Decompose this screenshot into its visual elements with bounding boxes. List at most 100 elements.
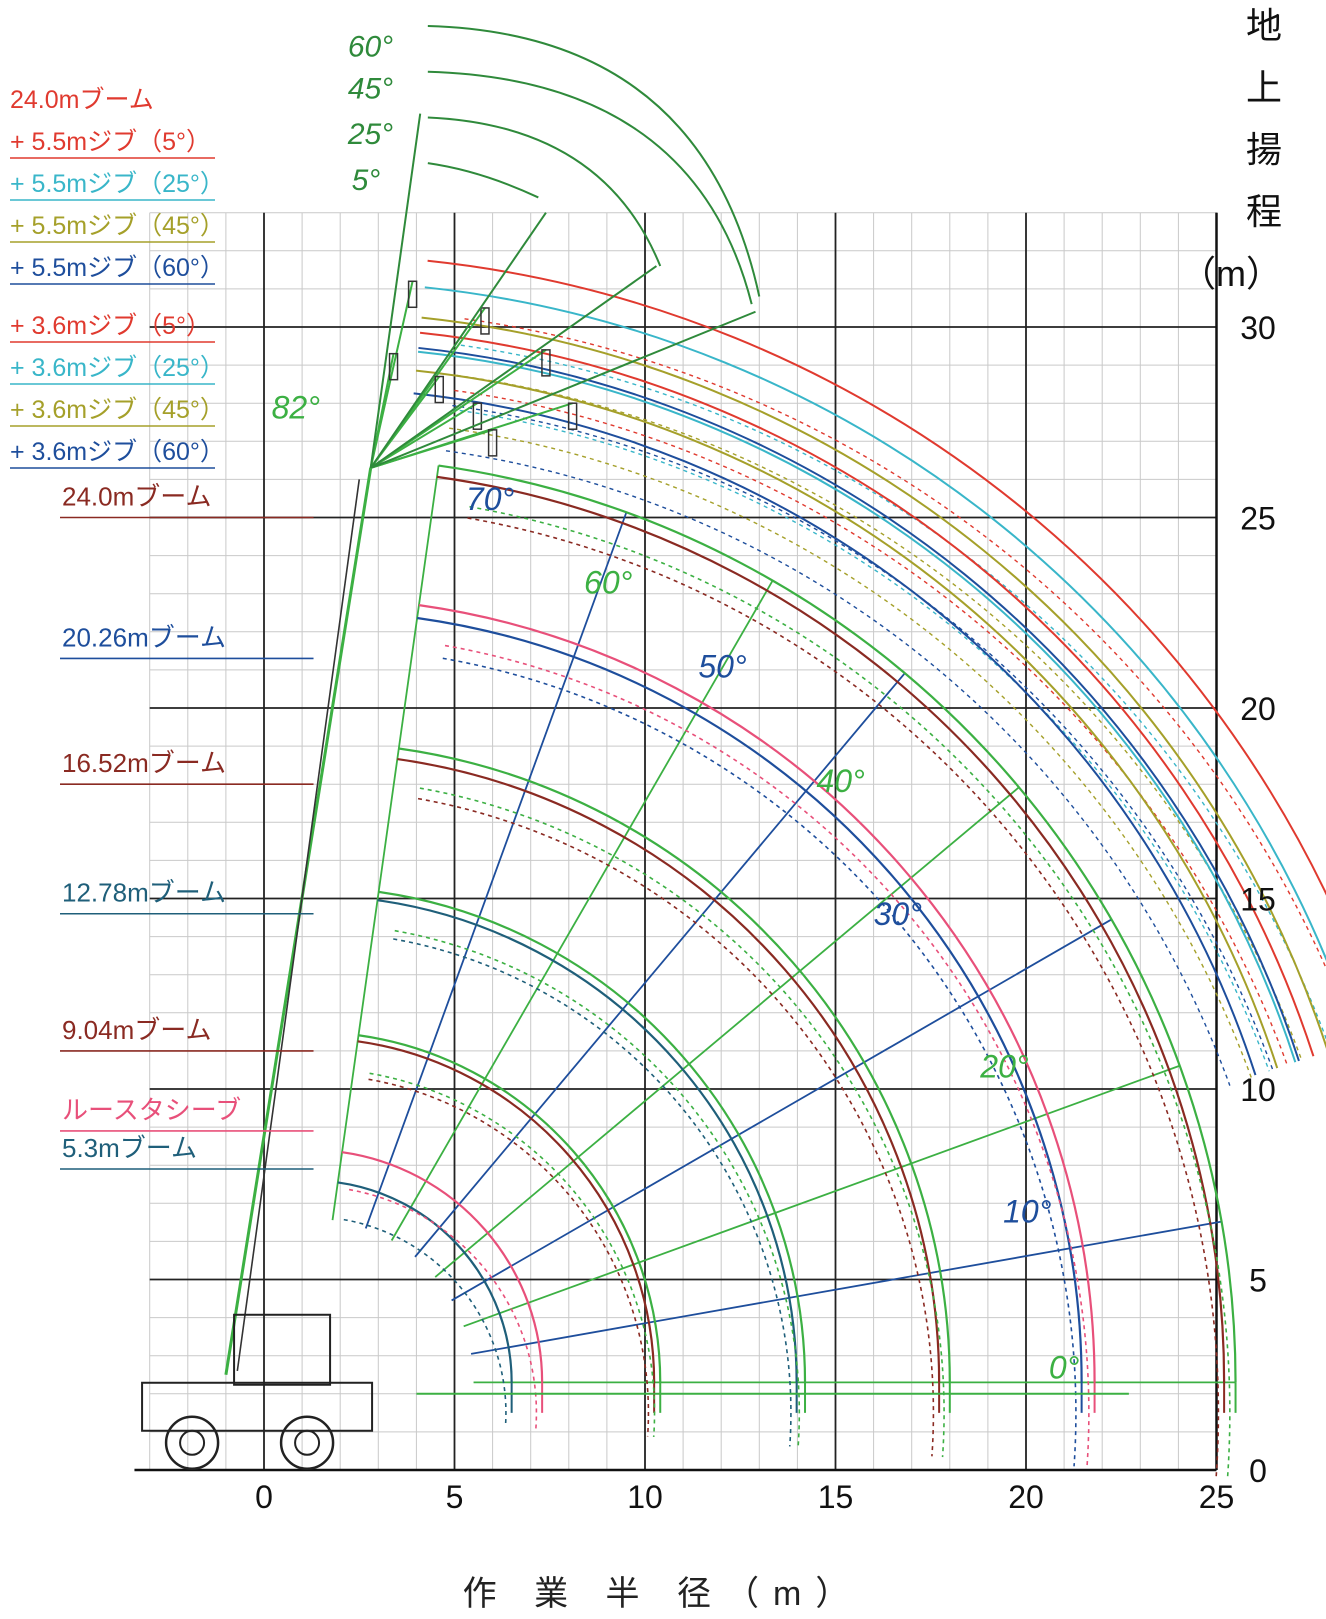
boom-arc xyxy=(418,604,1096,1383)
boom-arc xyxy=(357,1040,656,1383)
jib-hook-arc xyxy=(452,404,1274,1071)
boom-arc xyxy=(397,757,941,1383)
angle-ray xyxy=(470,1220,1222,1355)
boom-arc xyxy=(337,1181,513,1383)
hook-arc xyxy=(417,797,935,1457)
jib-angle-label: 45° xyxy=(348,72,393,105)
angle-label: 82° xyxy=(272,389,321,425)
y-axis-title-char: 揚 xyxy=(1245,129,1282,170)
jib-arc xyxy=(427,259,1326,896)
jib-angle-arrow xyxy=(427,162,539,199)
angle-label: 50° xyxy=(698,649,747,685)
hook-block xyxy=(388,352,399,381)
angle-label: 70° xyxy=(466,481,515,517)
jib-arcs xyxy=(369,25,1326,1086)
hook-arc xyxy=(467,517,1220,1477)
jib-angle-label: 25° xyxy=(347,118,393,151)
boom-label: ルースタシーブ xyxy=(62,1095,241,1125)
jib-arc xyxy=(421,316,1326,1049)
x-axis-title: 作 業 半 径（m） xyxy=(462,1575,864,1613)
angle-ray xyxy=(451,918,1112,1302)
hook-arc xyxy=(369,1072,656,1437)
hook-block xyxy=(407,280,418,309)
y-tick-label: 0 xyxy=(1249,1453,1267,1489)
jib-arc xyxy=(418,346,1300,1062)
boom-arc xyxy=(398,747,951,1383)
angle-ray xyxy=(390,580,774,1241)
angle-rays xyxy=(331,465,1236,1384)
jib-label: + 5.5mジブ（45°） xyxy=(10,212,225,240)
boom-arc xyxy=(377,899,798,1383)
hook-block xyxy=(434,375,445,404)
boom-arc xyxy=(416,616,1083,1383)
hook-arc xyxy=(444,644,1090,1468)
hook-block xyxy=(472,402,483,430)
jib-angle-label: 60° xyxy=(348,30,393,63)
x-tick-label: 25 xyxy=(1199,1479,1235,1515)
hook-block xyxy=(567,402,578,430)
hook-arc xyxy=(393,938,792,1447)
boom-label: 9.04mブーム xyxy=(62,1015,211,1045)
boom-arc xyxy=(438,464,1237,1383)
jib-angle-label: 5° xyxy=(352,164,381,197)
jib-hook-arc xyxy=(449,427,1252,1078)
crane-body xyxy=(141,1381,374,1432)
hook-arc xyxy=(343,1218,507,1427)
hook-block xyxy=(487,429,498,457)
x-tick-label: 15 xyxy=(818,1479,854,1515)
angle-ray xyxy=(414,672,906,1258)
hook-arc xyxy=(394,929,801,1448)
jib-arc xyxy=(424,286,1326,962)
angle-label: 0° xyxy=(1049,1350,1080,1386)
wheel xyxy=(164,1415,220,1471)
crane-graphic xyxy=(141,467,374,1471)
jib-angle-ray xyxy=(369,212,547,469)
boom-arc xyxy=(341,1151,544,1383)
angle-ray xyxy=(463,1064,1181,1328)
jib-hook-arc xyxy=(445,450,1231,1086)
jib-arc xyxy=(419,331,1315,1057)
x-tick-label: 10 xyxy=(627,1479,663,1515)
jib-label: + 3.6mジブ（25°） xyxy=(10,354,225,382)
jib-angle-ray xyxy=(369,113,422,469)
y-axis-title-char: 程 xyxy=(1245,191,1282,232)
x-tick-label: 20 xyxy=(1008,1479,1044,1515)
hook-block xyxy=(541,349,551,377)
boom-label: 20.26mブーム xyxy=(62,622,226,652)
angle-ray xyxy=(434,786,1020,1278)
jib-angle-arrow xyxy=(427,70,753,305)
angle-label: 30° xyxy=(874,896,923,932)
x-tick-label: 0 xyxy=(255,1479,273,1515)
hook-arc xyxy=(368,1078,650,1437)
jib-angle-arrow xyxy=(427,25,761,297)
boom-arc xyxy=(378,890,807,1383)
boom-outline xyxy=(236,479,361,1372)
boom-label: 12.78mブーム xyxy=(62,878,226,908)
jib-line xyxy=(370,428,493,469)
y-tick-label: 15 xyxy=(1240,882,1276,918)
jib-label: + 5.5mジブ（25°） xyxy=(10,170,225,198)
jib-arc xyxy=(417,350,1297,1063)
jib-arc xyxy=(413,392,1257,1076)
jib-hook-arc xyxy=(454,389,1288,1065)
boom-arcs xyxy=(337,464,1237,1478)
y-tick-label: 20 xyxy=(1240,691,1276,727)
jib-label: + 3.6mジブ（45°） xyxy=(10,396,225,424)
angle-label: 40° xyxy=(816,763,865,799)
jib-label: + 5.5mジブ（5°） xyxy=(10,128,211,156)
jib-label: + 3.6mジブ（60°） xyxy=(10,438,225,466)
jib-line xyxy=(370,402,478,469)
y-tick-label: 30 xyxy=(1240,310,1276,346)
boom-arc xyxy=(436,475,1226,1383)
hook-block xyxy=(480,307,490,335)
wheel-hub xyxy=(294,1429,321,1456)
jib-label: 24.0mブーム xyxy=(10,86,154,114)
jib-angle-ray xyxy=(370,310,756,469)
boom-label: 5.3mブーム xyxy=(62,1133,197,1163)
boom-arc xyxy=(358,1034,662,1383)
angle-label: 10° xyxy=(1003,1193,1052,1229)
boom-label: 16.52mブーム xyxy=(62,748,226,778)
y-axis-title-char: （m） xyxy=(1180,253,1282,294)
